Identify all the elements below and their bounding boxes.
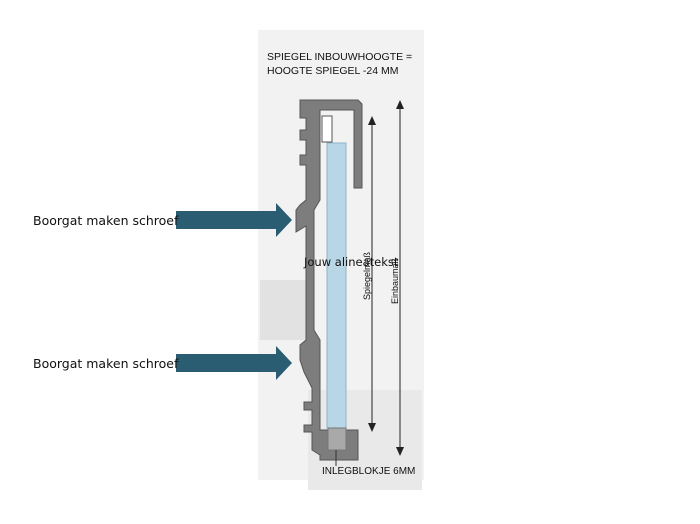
insert-block-label: INLEGBLOKJE 6MM — [322, 466, 416, 477]
aluminium-profile — [295, 99, 363, 461]
bottom-drill-arrow — [176, 346, 292, 380]
bottom-arrow-label: Boorgat maken schroef — [33, 356, 179, 371]
installation-dimension-arrow-bottom — [396, 447, 404, 456]
mirror-dimension-arrow-bottom — [368, 423, 376, 432]
faded-table-block — [260, 280, 312, 340]
drawing-title: SPIEGEL INBOUWHOOGTE = HOOGTE SPIEGEL -2… — [267, 51, 413, 77]
top-drill-arrow — [176, 203, 292, 237]
installation-dimension-arrow-top — [396, 100, 404, 109]
placeholder-text: Jouw alineatekst — [304, 255, 399, 269]
mirror-dimension-arrow-top — [368, 116, 376, 125]
top-arrow-label: Boorgat maken schroef — [33, 213, 179, 228]
profile-channel — [321, 115, 333, 143]
mirror-glass — [326, 142, 347, 429]
insert-block — [327, 427, 347, 451]
